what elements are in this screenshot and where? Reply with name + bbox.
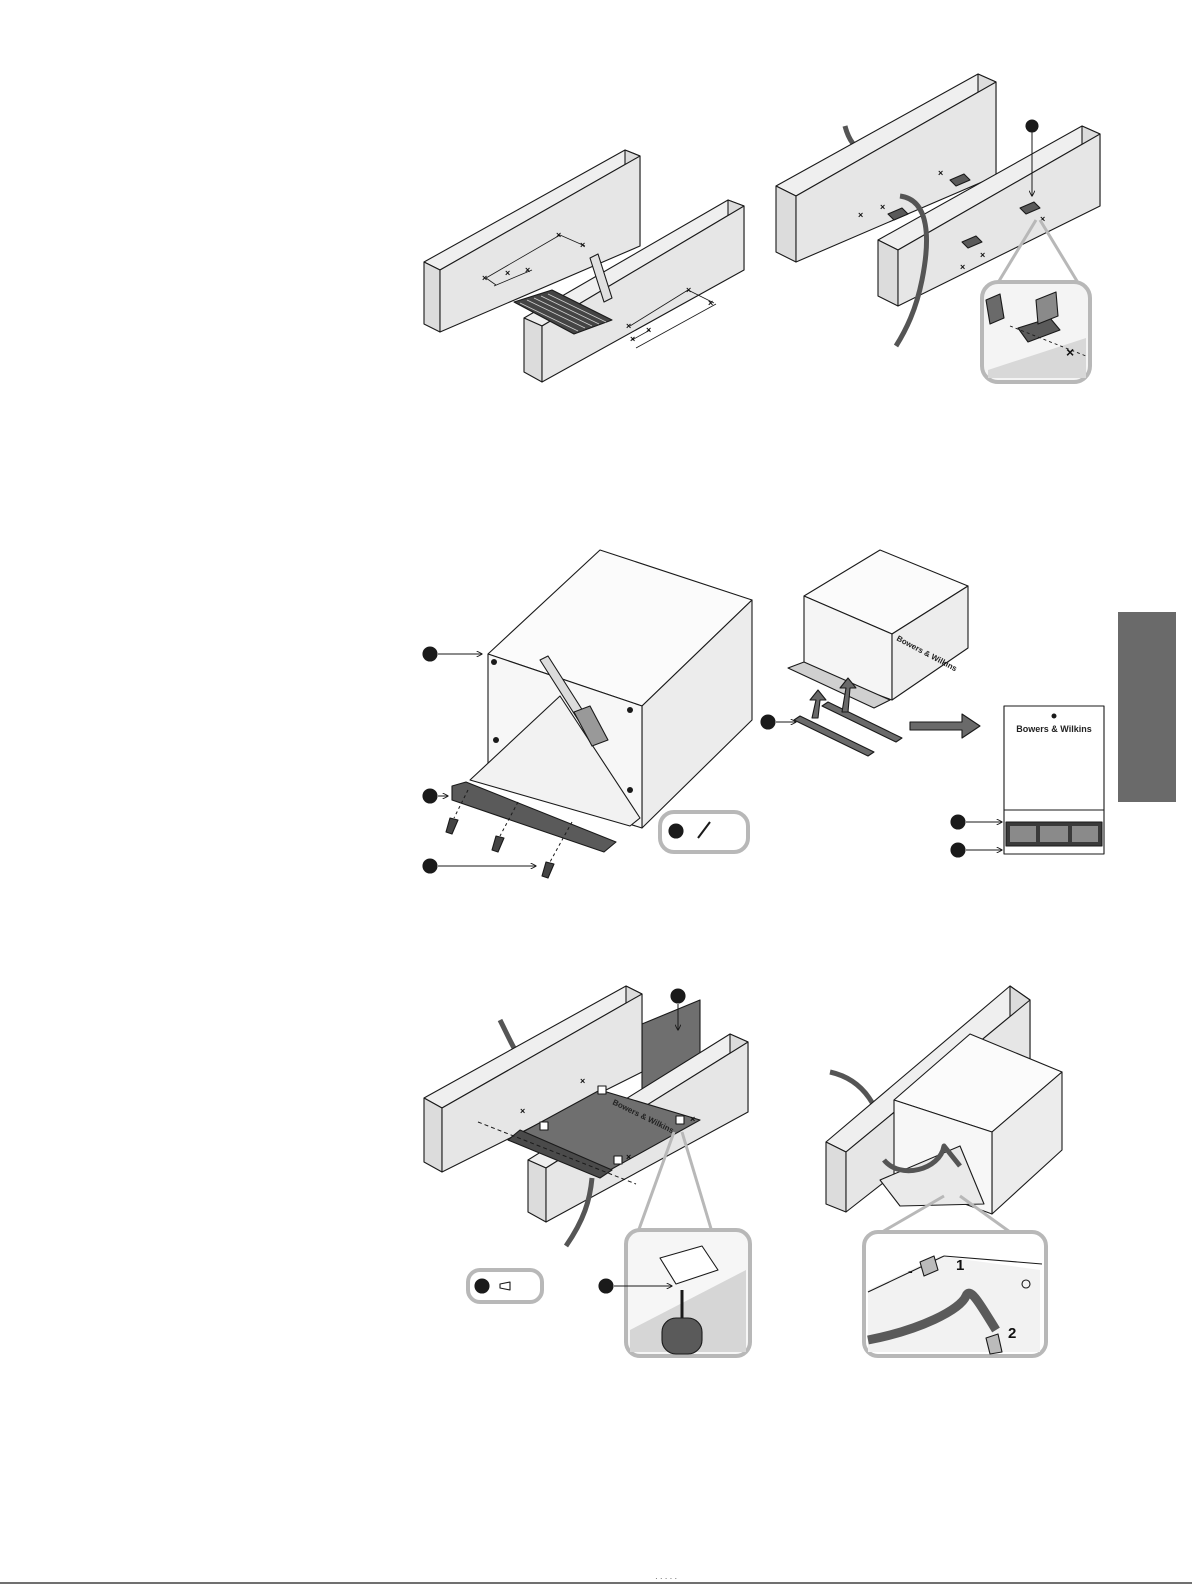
svg-text:×: × — [1066, 344, 1074, 360]
svg-text:×: × — [626, 1152, 631, 1162]
svg-text:×: × — [556, 230, 561, 240]
svg-text:×: × — [960, 262, 965, 272]
wiring-step-2-label: 2 — [1008, 1325, 1016, 1342]
svg-text:×: × — [858, 210, 863, 220]
svg-text:×: × — [626, 321, 631, 331]
svg-text:×: × — [580, 1076, 585, 1086]
chapter-side-tab — [1118, 612, 1176, 802]
svg-text:×: × — [938, 168, 943, 178]
svg-text:×: × — [686, 285, 691, 295]
svg-text:×: × — [980, 250, 985, 260]
panel-rails-front-view: Bowers & Wilkins Bowers & Wilkins — [761, 550, 1104, 857]
svg-text:×: × — [505, 268, 510, 278]
svg-text:×: × — [580, 240, 585, 250]
footer-page-marker: · · · · · — [655, 1574, 677, 1583]
panel-joist-template: × × × × × × × × × × — [424, 150, 744, 382]
panel-enclosure-bar — [423, 550, 752, 878]
svg-text:×: × — [525, 265, 530, 275]
brand-logo-front: Bowers & Wilkins — [1016, 724, 1091, 734]
svg-text:×: × — [690, 1114, 695, 1124]
svg-text:×: × — [630, 334, 635, 344]
svg-text:×: × — [708, 298, 713, 308]
svg-text:×: × — [482, 273, 487, 283]
svg-text:×: × — [646, 325, 651, 335]
svg-text:×: × — [880, 202, 885, 212]
polarity-minus-label: - — [908, 1263, 913, 1279]
panel-wiring: - 1 2 — [826, 986, 1062, 1356]
panel-brackets-fixed: ××× ××× × — [776, 74, 1100, 382]
svg-text:×: × — [520, 1106, 525, 1116]
panel-enclosure-fixed: Bowers & Wilkins ×××× — [424, 986, 750, 1356]
wiring-step-1-label: 1 — [956, 1257, 964, 1274]
